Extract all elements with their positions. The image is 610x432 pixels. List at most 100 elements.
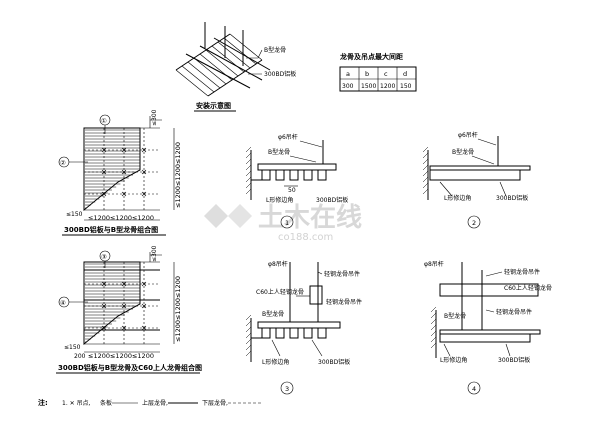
hanger-point-mark bbox=[121, 191, 127, 197]
plan-bottom-caption: 300BD铝板与B型龙骨及C60上人龙骨组合图 bbox=[58, 363, 202, 372]
table-value-b: 1500 bbox=[361, 83, 376, 90]
hanger-point-mark bbox=[141, 303, 147, 309]
plan-top-callout-1-label: ① bbox=[101, 117, 107, 125]
install-diagram: B型龙骨 300BD铝板 安装示意图 bbox=[175, 22, 296, 112]
detail-3-angle-label: L形修边角 bbox=[262, 358, 289, 366]
plan-bottom-dim-small: 200 bbox=[74, 353, 86, 360]
detail-1-number-circle bbox=[280, 215, 294, 229]
install-rods bbox=[204, 22, 244, 66]
detail-1-number: 1 bbox=[285, 219, 289, 227]
install-panels bbox=[175, 33, 263, 97]
table-value-a: 300 bbox=[342, 83, 354, 90]
plan-bottom-dim-horizontal: ≤1200≤1200≤1200 bbox=[88, 352, 154, 360]
notes-lower: 下层龙骨, bbox=[202, 399, 228, 407]
detail-2-number-circle bbox=[467, 215, 481, 229]
table-value-d: 150 bbox=[400, 83, 412, 90]
hanger-point-mark bbox=[141, 147, 147, 153]
detail-2-keel-label: B型龙骨 bbox=[452, 148, 474, 156]
hanger-point-mark bbox=[101, 191, 107, 197]
notes-item: 1. ✕ 吊点, bbox=[62, 399, 91, 407]
watermark-subtext: co188.com bbox=[278, 232, 333, 243]
plan-bottom-hanger-points bbox=[101, 281, 147, 331]
detail-4-number: 4 bbox=[472, 385, 476, 393]
detail-2-number: 2 bbox=[472, 219, 476, 227]
hanger-point-mark bbox=[101, 281, 107, 287]
hanger-point-mark bbox=[121, 303, 127, 309]
hanger-point-mark bbox=[101, 325, 107, 331]
plan-top-dim-a: ≤300 bbox=[151, 109, 158, 126]
watermark-logo-icon bbox=[204, 204, 252, 228]
table-value-c: 1200 bbox=[380, 83, 395, 90]
notes-panel: 条板 bbox=[100, 399, 112, 407]
hanger-point-mark bbox=[141, 281, 147, 287]
detail-3-number-circle bbox=[280, 381, 294, 395]
hanger-point-mark bbox=[101, 303, 107, 309]
plan-bottom-callout-3-label: ③ bbox=[101, 253, 107, 261]
detail-1-keel-label: B型龙骨 bbox=[268, 148, 290, 156]
plan-top-caption: 300BD铝板与B型龙骨组合图 bbox=[64, 225, 158, 234]
detail-4-panel-label: 300BD铝板 bbox=[498, 356, 530, 364]
hanger-point-mark bbox=[141, 325, 147, 331]
table-header-d: d bbox=[403, 70, 407, 78]
plan-bottom: ≤300 ≤1200≤1200≤1200 ≤150 200 ≤1200≤1200… bbox=[56, 245, 202, 374]
install-label-b-keel: B型龙骨 bbox=[264, 46, 286, 54]
detail-2-angle-label: L形修边角 bbox=[444, 194, 471, 202]
detail-1-angle-label: L形修边角 bbox=[266, 196, 293, 204]
plan-top-callout-2-label: ② bbox=[60, 159, 66, 167]
detail-3-c60-label: C60上人轻钢龙骨 bbox=[256, 288, 304, 296]
table-header-a: a bbox=[346, 70, 350, 78]
plan-bottom-callout-4-label: ④ bbox=[60, 299, 66, 307]
hanger-point-mark bbox=[121, 147, 127, 153]
hanger-point-mark bbox=[141, 191, 147, 197]
detail-4-c60-label: C60上人轻钢龙骨 bbox=[504, 284, 552, 292]
hanger-point-mark bbox=[121, 325, 127, 331]
detail-3-keel-label: B型龙骨 bbox=[262, 310, 284, 318]
notes-prefix: 注: bbox=[38, 398, 48, 407]
table-header-b: b bbox=[365, 70, 369, 78]
detail-4: φ8吊杆 轻钢龙骨吊件 C60上人轻钢龙骨 B型龙骨 轻钢龙骨吊件 L形修边角 … bbox=[424, 260, 552, 395]
plan-bottom-dim-bottom-left: ≤150 bbox=[64, 344, 81, 351]
detail-2-panel-label: 300BD铝板 bbox=[496, 194, 528, 202]
spacing-table: 龙骨及吊点最大间距 a b c d 300 1500 1200 150 bbox=[339, 52, 417, 92]
install-keels bbox=[185, 37, 271, 89]
hanger-point-mark bbox=[121, 169, 127, 175]
detail-4-rod-label: φ8吊杆 bbox=[424, 260, 444, 268]
detail-2-rod-label: φ6吊杆 bbox=[458, 131, 478, 139]
detail-1-panels bbox=[261, 170, 327, 181]
detail-4-hanger2-label: 轻钢龙骨吊件 bbox=[496, 308, 532, 316]
plan-bottom-dim-vertical: ≤1200≤1200≤1200 bbox=[174, 276, 182, 342]
detail-3-number: 3 bbox=[285, 385, 289, 393]
detail-1: φ6吊杆 B型龙骨 50 L形修边角 300BD铝板 1 bbox=[245, 133, 348, 229]
detail-3-hanger1-label: 轻钢龙骨吊件 bbox=[324, 270, 360, 278]
watermark: 土木在线 co188.com bbox=[204, 203, 362, 243]
notes-upper: 上层龙骨, bbox=[142, 399, 168, 407]
install-caption: 安装示意图 bbox=[196, 101, 231, 110]
hanger-point-mark bbox=[101, 169, 107, 175]
detail-4-angle-label: L形修边角 bbox=[440, 356, 467, 364]
hanger-point-mark bbox=[141, 169, 147, 175]
plan-top-hanger-points bbox=[101, 147, 147, 197]
detail-3-rod-label: φ8吊杆 bbox=[268, 260, 288, 268]
plan-top-dim-bottom-left: ≤150 bbox=[66, 211, 83, 218]
table-title: 龙骨及吊点最大间距 bbox=[339, 52, 403, 61]
detail-1-rod-label: φ6吊杆 bbox=[278, 133, 298, 141]
install-label-panel: 300BD铝板 bbox=[264, 70, 296, 78]
table-header-c: c bbox=[384, 70, 388, 78]
plan-top: ≤300 ≤1200≤1200≤1200 ≤150 ≤1200≤1200≤120… bbox=[58, 109, 182, 236]
plan-top-hatch bbox=[85, 129, 140, 209]
detail-4-keel-label: B型龙骨 bbox=[444, 312, 466, 320]
detail-4-hanger1-label: 轻钢龙骨吊件 bbox=[504, 268, 540, 276]
watermark-text: 土木在线 bbox=[258, 203, 362, 233]
detail-4-number-circle bbox=[467, 381, 481, 395]
plan-bottom-dim-a: ≤300 bbox=[151, 245, 158, 262]
detail-2: φ6吊杆 B型龙骨 L形修边角 300BD铝板 2 bbox=[422, 131, 531, 229]
detail-3-hanger2-label: 轻钢龙骨吊件 bbox=[326, 298, 362, 306]
notes: 注: 1. ✕ 吊点, 条板 上层龙骨, 下层龙骨, bbox=[38, 398, 262, 407]
detail-3-panel-label: 300BD铝板 bbox=[318, 358, 350, 366]
hanger-point-mark bbox=[101, 147, 107, 153]
detail-1-panel-label: 300BD铝板 bbox=[316, 196, 348, 204]
detail-3: φ8吊杆 轻钢龙骨吊件 C60上人轻钢龙骨 轻钢龙骨吊件 B型龙骨 L形修边角 … bbox=[245, 260, 362, 395]
hanger-point-mark bbox=[121, 281, 127, 287]
detail-1-dim: 50 bbox=[288, 187, 296, 194]
